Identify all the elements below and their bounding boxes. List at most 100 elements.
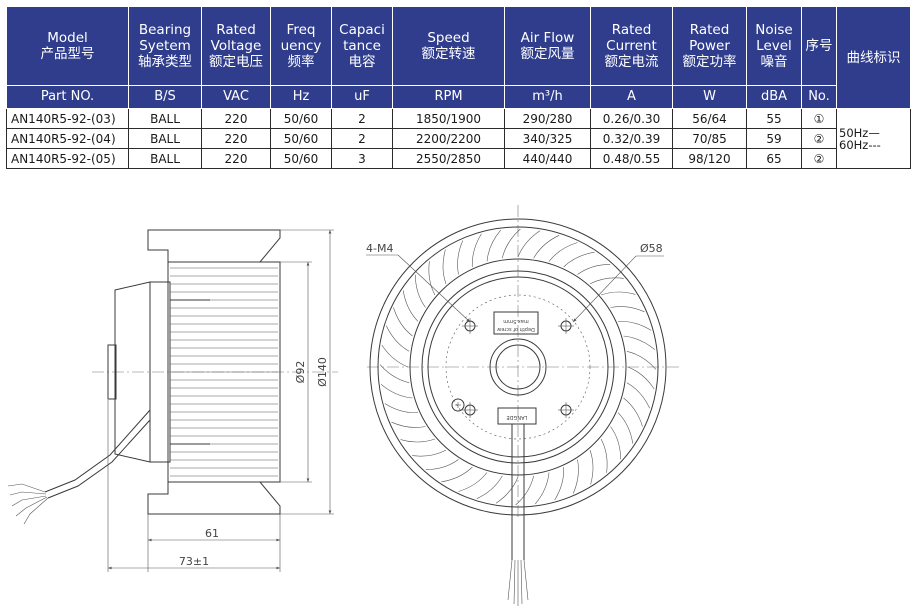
cell-voltage: 220 — [201, 148, 271, 169]
cell-power: 70/85 — [672, 128, 747, 149]
front-blade — [589, 277, 624, 285]
front-blade — [554, 467, 565, 501]
cell-index: ① — [801, 108, 837, 129]
front-blade — [415, 274, 426, 308]
front-blade — [623, 397, 643, 427]
cell-speed: 2550/2850 — [392, 148, 505, 169]
side-blades — [170, 267, 278, 477]
cell-airflow: 340/325 — [504, 128, 591, 149]
side-hub-top — [147, 229, 281, 263]
label-plate-brand — [497, 407, 537, 425]
front-blades — [379, 228, 657, 506]
front-blade — [626, 382, 650, 409]
unit-bearing: B/S — [128, 85, 202, 109]
side-cable-lower — [47, 419, 151, 499]
cell-frequency: 50/60 — [270, 148, 332, 169]
side-shaft-boss — [107, 344, 117, 400]
front-blade — [379, 364, 410, 383]
cell-model: AN140R5-92-(05) — [6, 148, 129, 169]
front-blade — [627, 366, 655, 390]
cell-capacitance: 2 — [331, 128, 393, 149]
front-blade — [458, 472, 488, 492]
cell-airflow: 290/280 — [504, 108, 591, 129]
front-wire-ends — [507, 559, 529, 606]
front-blade — [391, 421, 426, 428]
front-blade — [476, 475, 503, 499]
table-row: AN140R5-92-(03) BALL 220 50/60 2 1850/19… — [6, 108, 911, 169]
callout-screw-label: 4-M4 — [366, 242, 393, 255]
front-blade — [384, 403, 418, 414]
front-blade — [502, 228, 521, 259]
front-blade — [486, 229, 501, 262]
side-cable-upper — [44, 409, 151, 493]
front-shaft-ring — [489, 338, 547, 396]
front-blade — [412, 449, 447, 457]
screw-hole — [462, 402, 478, 418]
front-blade — [563, 251, 595, 268]
cell-current: 0.26/0.30 — [590, 108, 673, 129]
cell-bearing: BALL — [128, 148, 202, 169]
front-blade — [577, 264, 611, 275]
dim-label-len-inner: 61 — [205, 527, 219, 540]
front-screw-pcd — [445, 294, 591, 440]
callout-screw-leader — [397, 254, 471, 323]
front-blade — [535, 472, 550, 505]
screw-hole — [558, 402, 574, 418]
screw-hole — [558, 318, 574, 334]
front-blade — [515, 475, 534, 506]
side-blade-frame — [167, 261, 281, 483]
front-blade — [393, 307, 413, 337]
front-hub-plate — [421, 270, 615, 464]
side-motor-ring — [149, 281, 171, 463]
front-blade — [441, 466, 473, 483]
callout-dia-leader — [572, 255, 637, 323]
front-blade — [517, 230, 541, 258]
dim-label-dia-outer: Ø140 — [316, 357, 329, 387]
front-blade — [495, 476, 519, 504]
ground-symbol — [451, 398, 465, 412]
unit-noise: dBA — [746, 85, 802, 109]
front-blade — [442, 249, 447, 285]
front-blade — [618, 320, 652, 331]
front-blade — [572, 459, 579, 494]
side-view-drawing: Ø92 Ø140 61 73±1 — [7, 229, 338, 572]
front-blade — [380, 384, 413, 399]
cell-model: AN140R5-92-(03) — [6, 108, 129, 129]
unit-speed: RPM — [392, 85, 505, 109]
dim-label-dia-inner: Ø92 — [294, 361, 307, 384]
side-wire-ends — [7, 483, 49, 525]
label-plate-depth — [493, 311, 539, 335]
front-blade — [617, 412, 634, 444]
front-blade — [400, 438, 436, 443]
cell-speed: 1850/1900 — [392, 108, 505, 129]
cell-speed: 2200/2200 — [392, 128, 505, 149]
front-blade — [600, 291, 636, 296]
cell-current: 0.48/0.55 — [590, 148, 673, 169]
screw-hole — [462, 318, 478, 334]
front-view-drawing: max.5mm Depth of screw LANGDE 4-M4 Ø58 — [366, 205, 680, 606]
front-blade — [548, 242, 578, 262]
units-row: Part NO. B/S VAC Hz uF RPM m³/h A W dBA … — [6, 85, 911, 109]
unit-current: A — [590, 85, 673, 109]
front-blade — [402, 290, 419, 322]
front-blade — [457, 240, 464, 275]
header-curve: 曲线标识 — [836, 6, 911, 109]
unit-index: No. — [801, 85, 837, 109]
front-outer-ring — [369, 218, 667, 516]
front-blade — [425, 459, 459, 470]
cell-power: 56/64 — [672, 108, 747, 129]
front-hub-plate-inner — [427, 276, 609, 458]
label-depth-of-screw: Depth of screw — [497, 326, 535, 332]
table-row: AN140R5-92-(04) BALL 220 50/60 2 2200/22… — [6, 128, 911, 149]
unit-voltage: VAC — [201, 85, 271, 109]
front-blade — [610, 306, 645, 313]
front-blade — [428, 261, 436, 296]
